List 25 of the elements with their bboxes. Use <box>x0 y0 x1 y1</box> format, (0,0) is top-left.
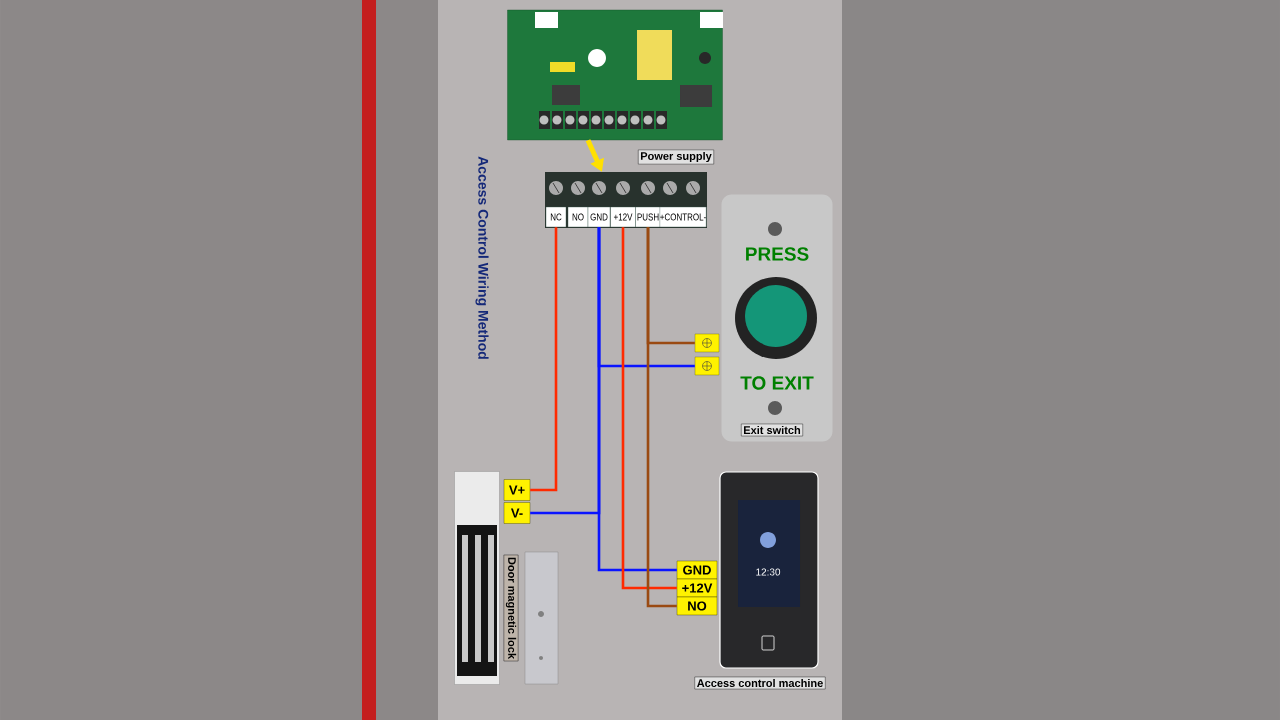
screw-terminal <box>694 356 720 376</box>
wire <box>646 227 677 608</box>
wire <box>530 227 558 492</box>
title: Access Control Wiring Method <box>475 156 489 359</box>
terminal-label: V- <box>503 502 531 524</box>
terminal-label: +12V <box>610 206 636 228</box>
screw-terminal <box>694 333 720 353</box>
terminal-label: +CONTROL- <box>659 206 707 228</box>
wire <box>597 227 677 572</box>
terminal-label: GND <box>676 560 718 580</box>
terminal-label: V+ <box>503 479 531 501</box>
terminal-label: +12V <box>676 578 718 598</box>
terminal-label: NC <box>545 206 567 228</box>
caption-box: Access control machine <box>694 676 826 690</box>
terminal-label: NO <box>676 596 718 616</box>
wire <box>621 227 677 590</box>
exit-switch-drawing: PRESS TO EXIT Exit switch <box>721 194 833 442</box>
caption-box: Power supply <box>638 149 714 165</box>
terminal-label: NO <box>567 206 589 228</box>
terminal-label: PUSH <box>635 206 661 228</box>
caption-box: Door magnetic lock <box>503 554 519 662</box>
terminal-label: GND <box>587 206 611 228</box>
access-control-machine-drawing: 12:30 <box>719 471 819 669</box>
magnetic-lock-drawing <box>454 471 500 685</box>
circuit-board-drawing <box>507 9 723 141</box>
